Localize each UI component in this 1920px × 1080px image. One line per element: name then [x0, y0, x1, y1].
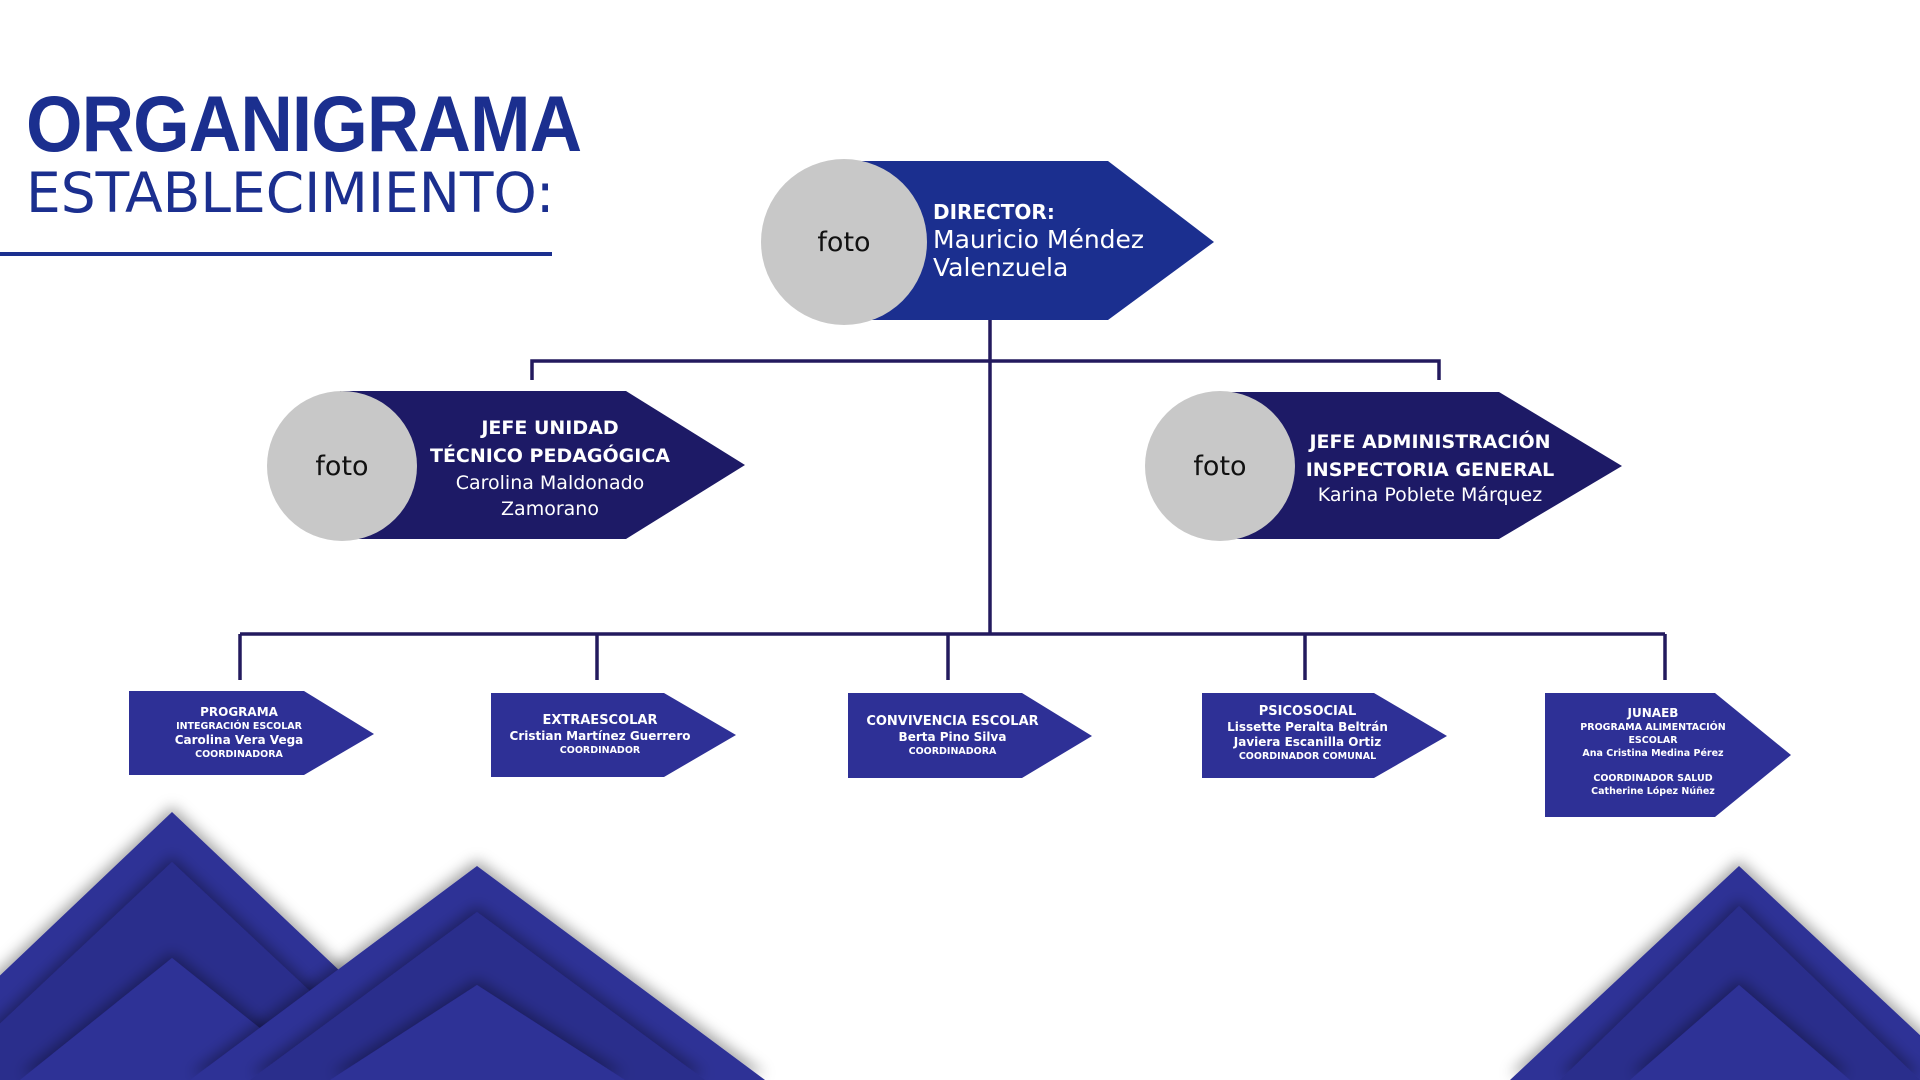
psico-name1: Lissette Peralta Beltrán	[1227, 720, 1388, 734]
admin-node-text: JEFE ADMINISTRACIÓN INSPECTORIA GENERAL …	[1300, 428, 1560, 506]
psico-node-arrow	[1202, 693, 1447, 778]
pie-node-text: PROGRAMA INTEGRACIÓN ESCOLAR Carolina Ve…	[144, 705, 334, 761]
director-photo-placeholder: foto	[761, 159, 927, 325]
extra-name: Cristian Martínez Guerrero	[509, 729, 691, 743]
utp-name-line2: Zamorano	[501, 498, 599, 520]
pie-role: COORDINADORA	[195, 749, 283, 760]
psico-title: PSICOSOCIAL	[1258, 704, 1357, 719]
utp-role-line1: JEFE UNIDAD	[481, 417, 619, 439]
junaeb-node-arrow	[1545, 693, 1791, 817]
psico-name2: Javiera Escanilla Ortiz	[1233, 735, 1382, 749]
title-underline	[0, 252, 552, 256]
convivencia-node-text: CONVIVENCIA ESCOLAR Berta Pino Silva COO…	[855, 714, 1050, 758]
junaeb-node-text: JUNAEB PROGRAMA ALIMENTACIÓN ESCOLAR Ana…	[1563, 706, 1743, 798]
page-title: ORGANIGRAMA	[26, 79, 582, 168]
decorative-triangles-right	[1510, 866, 1920, 1080]
admin-node-arrow	[1218, 392, 1622, 539]
convivencia-role: COORDINADORA	[908, 746, 997, 757]
extra-node-text: EXTRAESCOLAR Cristian Martínez Guerrero …	[495, 713, 705, 757]
utp-name-line1: Carolina Maldonado	[455, 472, 645, 494]
junaeb-title: JUNAEB	[1627, 706, 1679, 720]
junaeb-name2: Catherine López Núñez	[1591, 786, 1715, 797]
extra-role: COORDINADOR	[559, 745, 641, 756]
utp-node-arrow	[340, 391, 745, 539]
utp-photo-label: foto	[315, 450, 369, 482]
utp-photo-placeholder: foto	[267, 391, 417, 541]
junaeb-program-line2: ESCOLAR	[1628, 735, 1678, 746]
convivencia-name: Berta Pino Silva	[898, 730, 1007, 744]
utp-role-line2: TÉCNICO PEDAGÓGICA	[429, 445, 670, 467]
director-photo-label: foto	[817, 226, 871, 258]
director-node-arrow	[840, 161, 1214, 320]
connector-lines	[238, 318, 1667, 680]
convivencia-title: CONVIVENCIA ESCOLAR	[866, 714, 1039, 729]
decorative-triangles-left	[0, 812, 765, 1080]
utp-node-text: JEFE UNIDAD TÉCNICO PEDAGÓGICA Carolina …	[410, 414, 690, 522]
page-subtitle: ESTABLECIMIENTO:	[26, 161, 555, 225]
admin-photo-label: foto	[1193, 450, 1247, 482]
extra-title: EXTRAESCOLAR	[542, 713, 658, 728]
pie-subtitle: INTEGRACIÓN ESCOLAR	[176, 721, 302, 732]
admin-role-line1: JEFE ADMINISTRACIÓN	[1309, 431, 1551, 453]
director-name-line1: Mauricio Méndez	[933, 225, 1145, 254]
psico-node-text: PSICOSOCIAL Lissette Peralta Beltrán Jav…	[1210, 704, 1405, 763]
director-role: DIRECTOR:	[933, 200, 1055, 224]
junaeb-name1: Ana Cristina Medina Pérez	[1582, 748, 1724, 759]
convivencia-node-arrow	[848, 693, 1092, 778]
pie-name: Carolina Vera Vega	[174, 733, 304, 747]
pie-title: PROGRAMA	[200, 705, 278, 719]
admin-name: Karina Poblete Márquez	[1317, 484, 1543, 506]
junaeb-role2: COORDINADOR SALUD	[1593, 773, 1713, 784]
pie-node-arrow	[129, 691, 374, 775]
junaeb-program-line1: PROGRAMA ALIMENTACIÓN	[1580, 722, 1726, 733]
extra-node-arrow	[491, 693, 736, 777]
director-node-text: DIRECTOR: Mauricio Méndez Valenzuela	[933, 198, 1233, 282]
admin-photo-placeholder: foto	[1145, 391, 1295, 541]
admin-role-line2: INSPECTORIA GENERAL	[1305, 459, 1555, 481]
director-name-line2: Valenzuela	[933, 253, 1069, 282]
psico-role: COORDINADOR COMUNAL	[1238, 751, 1377, 762]
